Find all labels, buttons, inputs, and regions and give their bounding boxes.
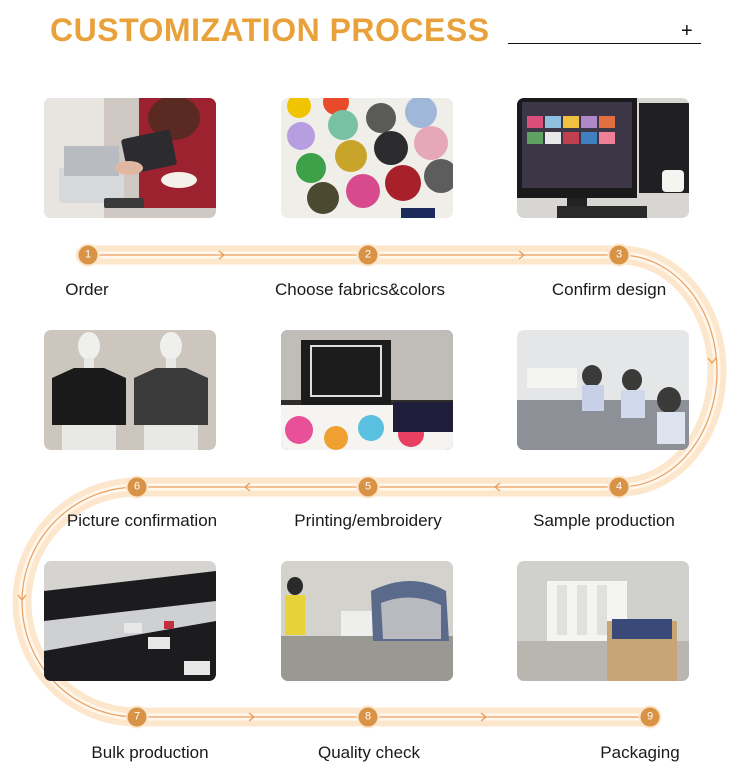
arrow-left-icon bbox=[493, 482, 501, 492]
step-label-quality: Quality check bbox=[317, 743, 421, 762]
plus-icon[interactable]: + bbox=[681, 20, 693, 42]
arrow-right-icon bbox=[518, 250, 526, 260]
page-title: CUSTOMIZATION PROCESS bbox=[50, 12, 490, 48]
step-number-badge: 6 bbox=[127, 477, 147, 497]
step-photo-design bbox=[517, 98, 689, 218]
arrow-left-icon bbox=[243, 482, 251, 492]
step-photo-quality bbox=[281, 561, 453, 681]
step-photo-fabrics bbox=[281, 98, 453, 218]
step-label-packaging: Packaging bbox=[600, 743, 680, 762]
step-number-badge: 7 bbox=[127, 707, 147, 727]
step-label-sample: Sample production bbox=[533, 511, 675, 530]
step-number-badge: 1 bbox=[78, 245, 98, 265]
step-number-badge: 8 bbox=[358, 707, 378, 727]
arrow-right-icon bbox=[248, 712, 256, 722]
step-photo-packaging bbox=[517, 561, 689, 681]
step-label-order: Order bbox=[65, 280, 109, 299]
step-label-bulk: Bulk production bbox=[91, 743, 209, 762]
step-number-badge: 9 bbox=[640, 707, 660, 727]
step-number-badge: 5 bbox=[358, 477, 378, 497]
step-photo-order bbox=[44, 98, 216, 218]
step-photo-bulk bbox=[44, 561, 216, 681]
step-label-fabrics: Choose fabrics&colors bbox=[274, 280, 446, 299]
arrow-right-icon bbox=[218, 250, 226, 260]
step-number-badge: 2 bbox=[358, 245, 378, 265]
arrow-right-icon bbox=[480, 712, 488, 722]
step-number-badge: 4 bbox=[609, 477, 629, 497]
title-divider bbox=[508, 43, 701, 44]
arrow-down-icon bbox=[707, 357, 717, 365]
step-photo-printing bbox=[281, 330, 453, 450]
arrow-down-icon bbox=[17, 594, 27, 602]
step-label-picture: Picture confirmation bbox=[66, 511, 218, 530]
step-number-badge: 3 bbox=[609, 245, 629, 265]
step-label-printing: Printing/embroidery bbox=[294, 511, 442, 530]
step-photo-sample bbox=[517, 330, 689, 450]
step-label-design: Confirm design bbox=[551, 280, 667, 299]
step-photo-picture-confirmation bbox=[44, 330, 216, 450]
